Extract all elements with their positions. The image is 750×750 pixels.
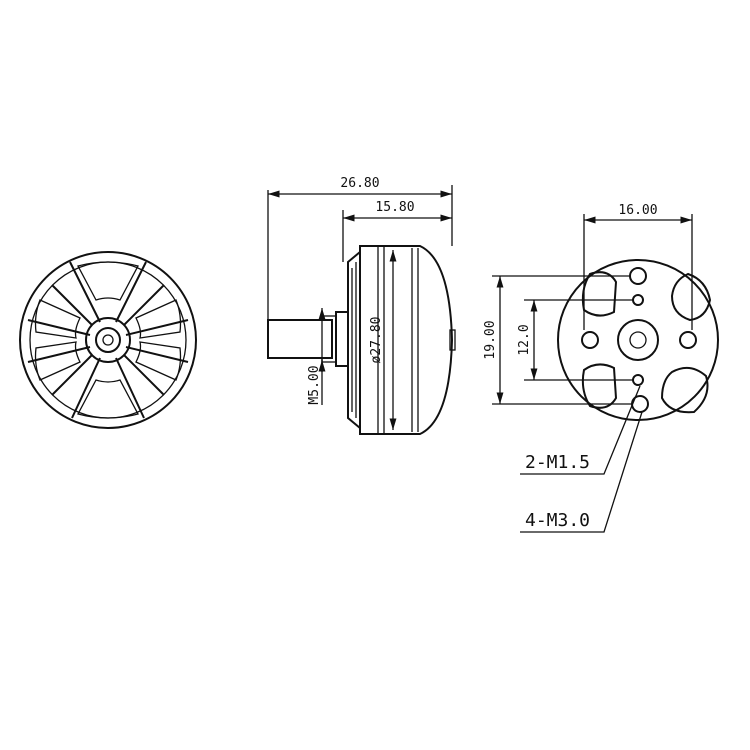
front-view [19, 251, 197, 429]
dim-body-length-label: 15.80 [375, 200, 414, 215]
rear-m3-hole-left [581, 331, 599, 349]
dim-shaft-thread-label: M5.00 [307, 365, 322, 404]
rear-vent-bottom-left [581, 363, 618, 409]
rear-m15-hole-bottom [632, 374, 644, 386]
rear-vent-bottom-right [660, 366, 709, 414]
rear-m3-hole-right [679, 331, 697, 349]
side-base-stack [347, 249, 361, 431]
rear-vent-top-left [581, 271, 618, 317]
front-outer-rim [19, 251, 197, 429]
side-shaft [267, 319, 333, 359]
rear-view: 16.00 19.00 12.0 2-M1.5 4-M3.0 [483, 203, 719, 533]
callout-small-holes: 2-M1.5 [525, 452, 590, 473]
rear-shaft-bore [629, 331, 647, 349]
callout-leader-small-holes [520, 385, 641, 475]
rear-vent-top-right [670, 272, 712, 322]
side-bell-housing [359, 245, 454, 435]
rear-m3-hole-top [629, 267, 647, 285]
rear-m15-hole-top [632, 294, 644, 306]
side-shaft-collar [321, 315, 337, 363]
front-shaft-center [102, 334, 114, 346]
dim-mount-vertical-outer-label: 19.00 [483, 320, 498, 359]
callout-leader-large-holes [520, 411, 643, 533]
side-view: 26.80 15.80 ø27.80 M5.00 [267, 176, 456, 435]
side-rear-stub [449, 329, 456, 351]
callout-large-holes: 4-M3.0 [525, 510, 590, 531]
dim-overall-length-label: 26.80 [340, 176, 379, 191]
front-vent-cutouts [34, 261, 182, 419]
side-base-flange [335, 311, 349, 367]
dim-diameter-label: ø27.80 [369, 317, 384, 364]
rear-outer-rim [557, 259, 719, 421]
front-spokes [27, 261, 189, 419]
dim-mount-vertical-inner-label: 12.0 [517, 324, 532, 355]
dim-mount-horizontal-label: 16.00 [618, 203, 657, 218]
front-hub-inner [95, 327, 121, 353]
front-hub-outer [85, 317, 131, 363]
rear-hub [617, 319, 659, 361]
